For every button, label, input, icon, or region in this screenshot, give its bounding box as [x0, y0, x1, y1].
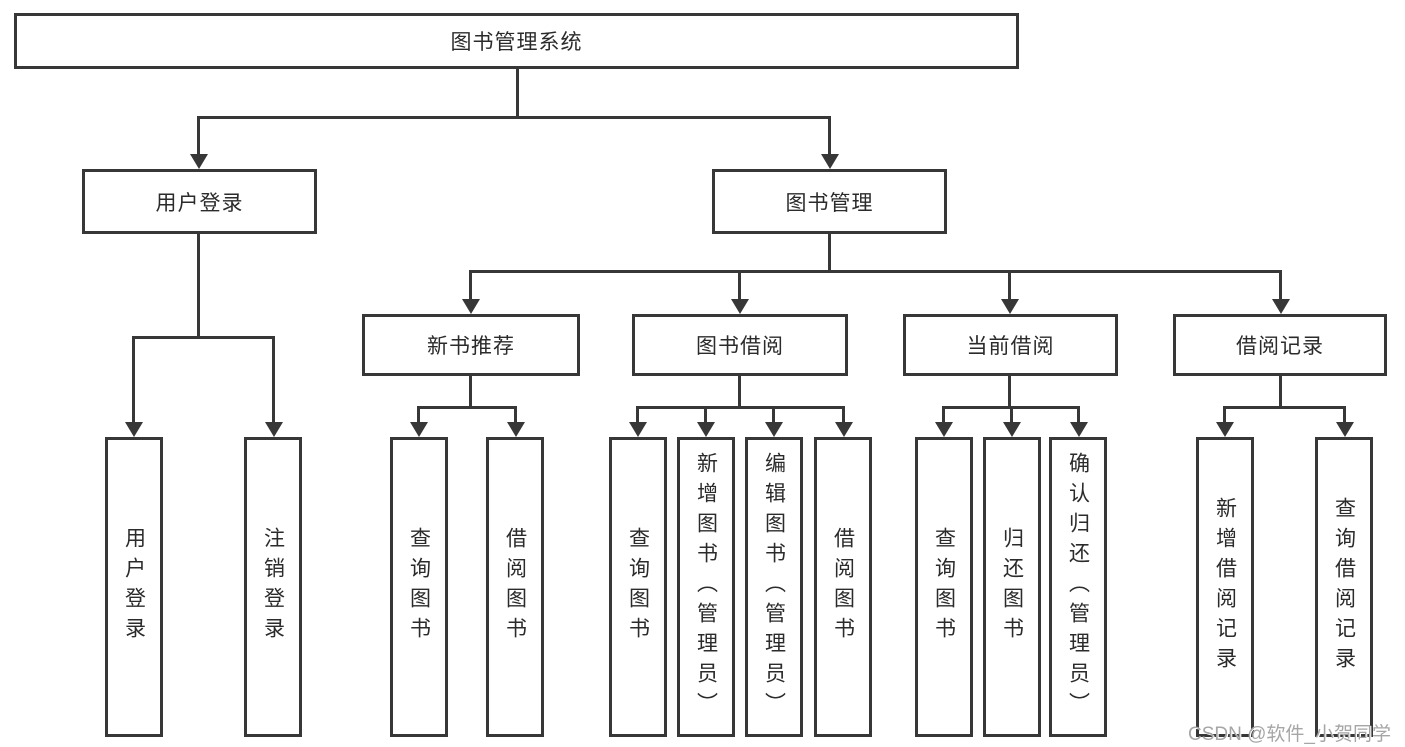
leaf-edit-books-admin: 编辑图书（管理员） — [745, 437, 803, 737]
arrowhead-down — [1336, 422, 1354, 437]
node-label: 图书管理系统 — [450, 31, 583, 54]
connector-line — [1279, 270, 1282, 300]
arrowhead-down — [410, 422, 428, 437]
connector-line — [942, 406, 945, 423]
node-user-login: 用户登录 — [82, 169, 317, 234]
arrowhead-down — [190, 154, 208, 169]
leaf-query-books: 查询图书 — [390, 437, 448, 737]
connector-line — [469, 270, 472, 300]
node-label: 图书管理 — [785, 191, 874, 215]
node-book-management: 图书管理 — [712, 169, 947, 234]
connector-line — [842, 406, 845, 423]
node-new-book-recommend: 新书推荐 — [362, 314, 580, 376]
arrowhead-down — [835, 422, 853, 437]
connector-line — [516, 68, 519, 118]
arrowhead-down — [629, 422, 647, 437]
leaf-logout: 注销登录 — [244, 437, 302, 737]
connector-line — [197, 234, 200, 339]
connector-line — [738, 376, 741, 408]
leaf-confirm-return-admin: 确认归还（管理员） — [1049, 437, 1107, 737]
arrowhead-down — [1216, 422, 1234, 437]
arrowhead-down — [935, 422, 953, 437]
node-current-borrow: 当前借阅 — [903, 314, 1118, 376]
connector-line — [1223, 406, 1346, 409]
connector-line — [272, 336, 275, 424]
connector-line — [828, 116, 831, 156]
node-label: 图书借阅 — [696, 335, 784, 358]
arrowhead-down — [765, 422, 783, 437]
connector-line — [417, 406, 517, 409]
connector-line — [197, 116, 831, 119]
connector-line — [636, 406, 845, 409]
connector-line — [132, 336, 135, 424]
connector-line — [738, 270, 741, 300]
leaf-user-login: 用户登录 — [105, 437, 163, 737]
connector-line — [1077, 406, 1080, 423]
connector-line — [772, 406, 775, 423]
csdn-watermark: CSDN @软件_小贺同学 — [1188, 724, 1391, 745]
node-label: 用户登录 — [155, 191, 244, 215]
arrowhead-down — [1272, 299, 1290, 314]
leaf-query-books: 查询图书 — [915, 437, 973, 737]
arrowhead-down — [697, 422, 715, 437]
arrowhead-down — [1070, 422, 1088, 437]
node-label: 借阅记录 — [1236, 335, 1324, 358]
leaf-return-books: 归还图书 — [983, 437, 1041, 737]
connector-line — [1343, 406, 1346, 423]
leaf-borrow-books: 借阅图书 — [814, 437, 872, 737]
node-label: 当前借阅 — [966, 335, 1055, 358]
connector-line — [636, 406, 639, 423]
leaf-borrow-books: 借阅图书 — [486, 437, 544, 737]
connector-line — [1010, 406, 1013, 423]
connector-line — [197, 116, 200, 156]
arrowhead-down — [507, 422, 525, 437]
arrowhead-down — [265, 422, 283, 437]
connector-line — [1008, 270, 1011, 300]
arrowhead-down — [1003, 422, 1021, 437]
connector-line — [469, 376, 472, 408]
leaf-query-books: 查询图书 — [609, 437, 667, 737]
leaf-add-borrow-record: 新增借阅记录 — [1196, 437, 1254, 737]
node-root-library-system: 图书管理系统 — [14, 13, 1019, 69]
connector-line — [417, 406, 420, 423]
connector-line — [1279, 376, 1282, 408]
connector-line — [132, 336, 275, 339]
arrowhead-down — [462, 299, 480, 314]
connector-line — [704, 406, 707, 423]
connector-line — [1008, 376, 1011, 408]
connector-line — [1223, 406, 1226, 423]
arrowhead-down — [821, 154, 839, 169]
leaf-add-books-admin: 新增图书（管理员） — [677, 437, 735, 737]
connector-line — [828, 234, 831, 273]
node-book-borrow: 图书借阅 — [632, 314, 848, 376]
arrowhead-down — [125, 422, 143, 437]
arrowhead-down — [1001, 299, 1019, 314]
connector-line — [514, 406, 517, 423]
node-label: 新书推荐 — [427, 335, 515, 358]
connector-line — [469, 270, 1282, 273]
arrowhead-down — [731, 299, 749, 314]
node-borrow-records: 借阅记录 — [1173, 314, 1387, 376]
leaf-query-borrow-record: 查询借阅记录 — [1315, 437, 1373, 737]
